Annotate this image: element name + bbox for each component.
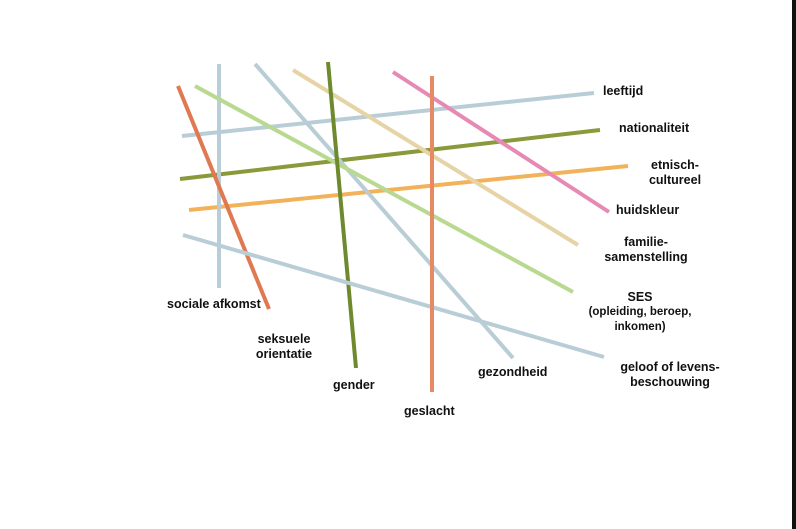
right-border: [792, 0, 796, 529]
label-sociale-afkomst: sociale afkomst: [167, 297, 261, 311]
label-leeftijd: leeftijd: [603, 84, 644, 98]
line-gezondheid: [253, 62, 515, 360]
label-gender: gender: [333, 378, 375, 392]
label-gezondheid: gezondheid: [478, 365, 548, 379]
label-geslacht: geslacht: [404, 404, 455, 418]
line-familiesamenstelling: [291, 68, 580, 247]
line-nationaliteit: [179, 128, 601, 181]
label-familiesamenstelling: familie- samenstelling: [604, 235, 688, 264]
label-huidskleur: huidskleur: [616, 203, 680, 217]
label-geloof: geloof of levens- beschouwing: [620, 360, 720, 389]
line-seksuele-orientatie: [176, 85, 271, 310]
label-seksuele-orientatie: seksuele orientatie: [255, 332, 313, 361]
line-etnisch-cultureel: [188, 164, 629, 212]
line-geloof: [182, 233, 605, 359]
label-nationaliteit: nationaliteit: [619, 121, 690, 135]
label-etnisch-cultureel: etnisch- cultureel: [648, 158, 702, 187]
line-huidskleur: [391, 70, 611, 214]
line-leeftijd: [181, 91, 595, 138]
label-ses: SES (opleiding, beroep, inkomen): [588, 290, 692, 333]
line-gender: [326, 61, 358, 369]
line-ses: [194, 84, 574, 294]
